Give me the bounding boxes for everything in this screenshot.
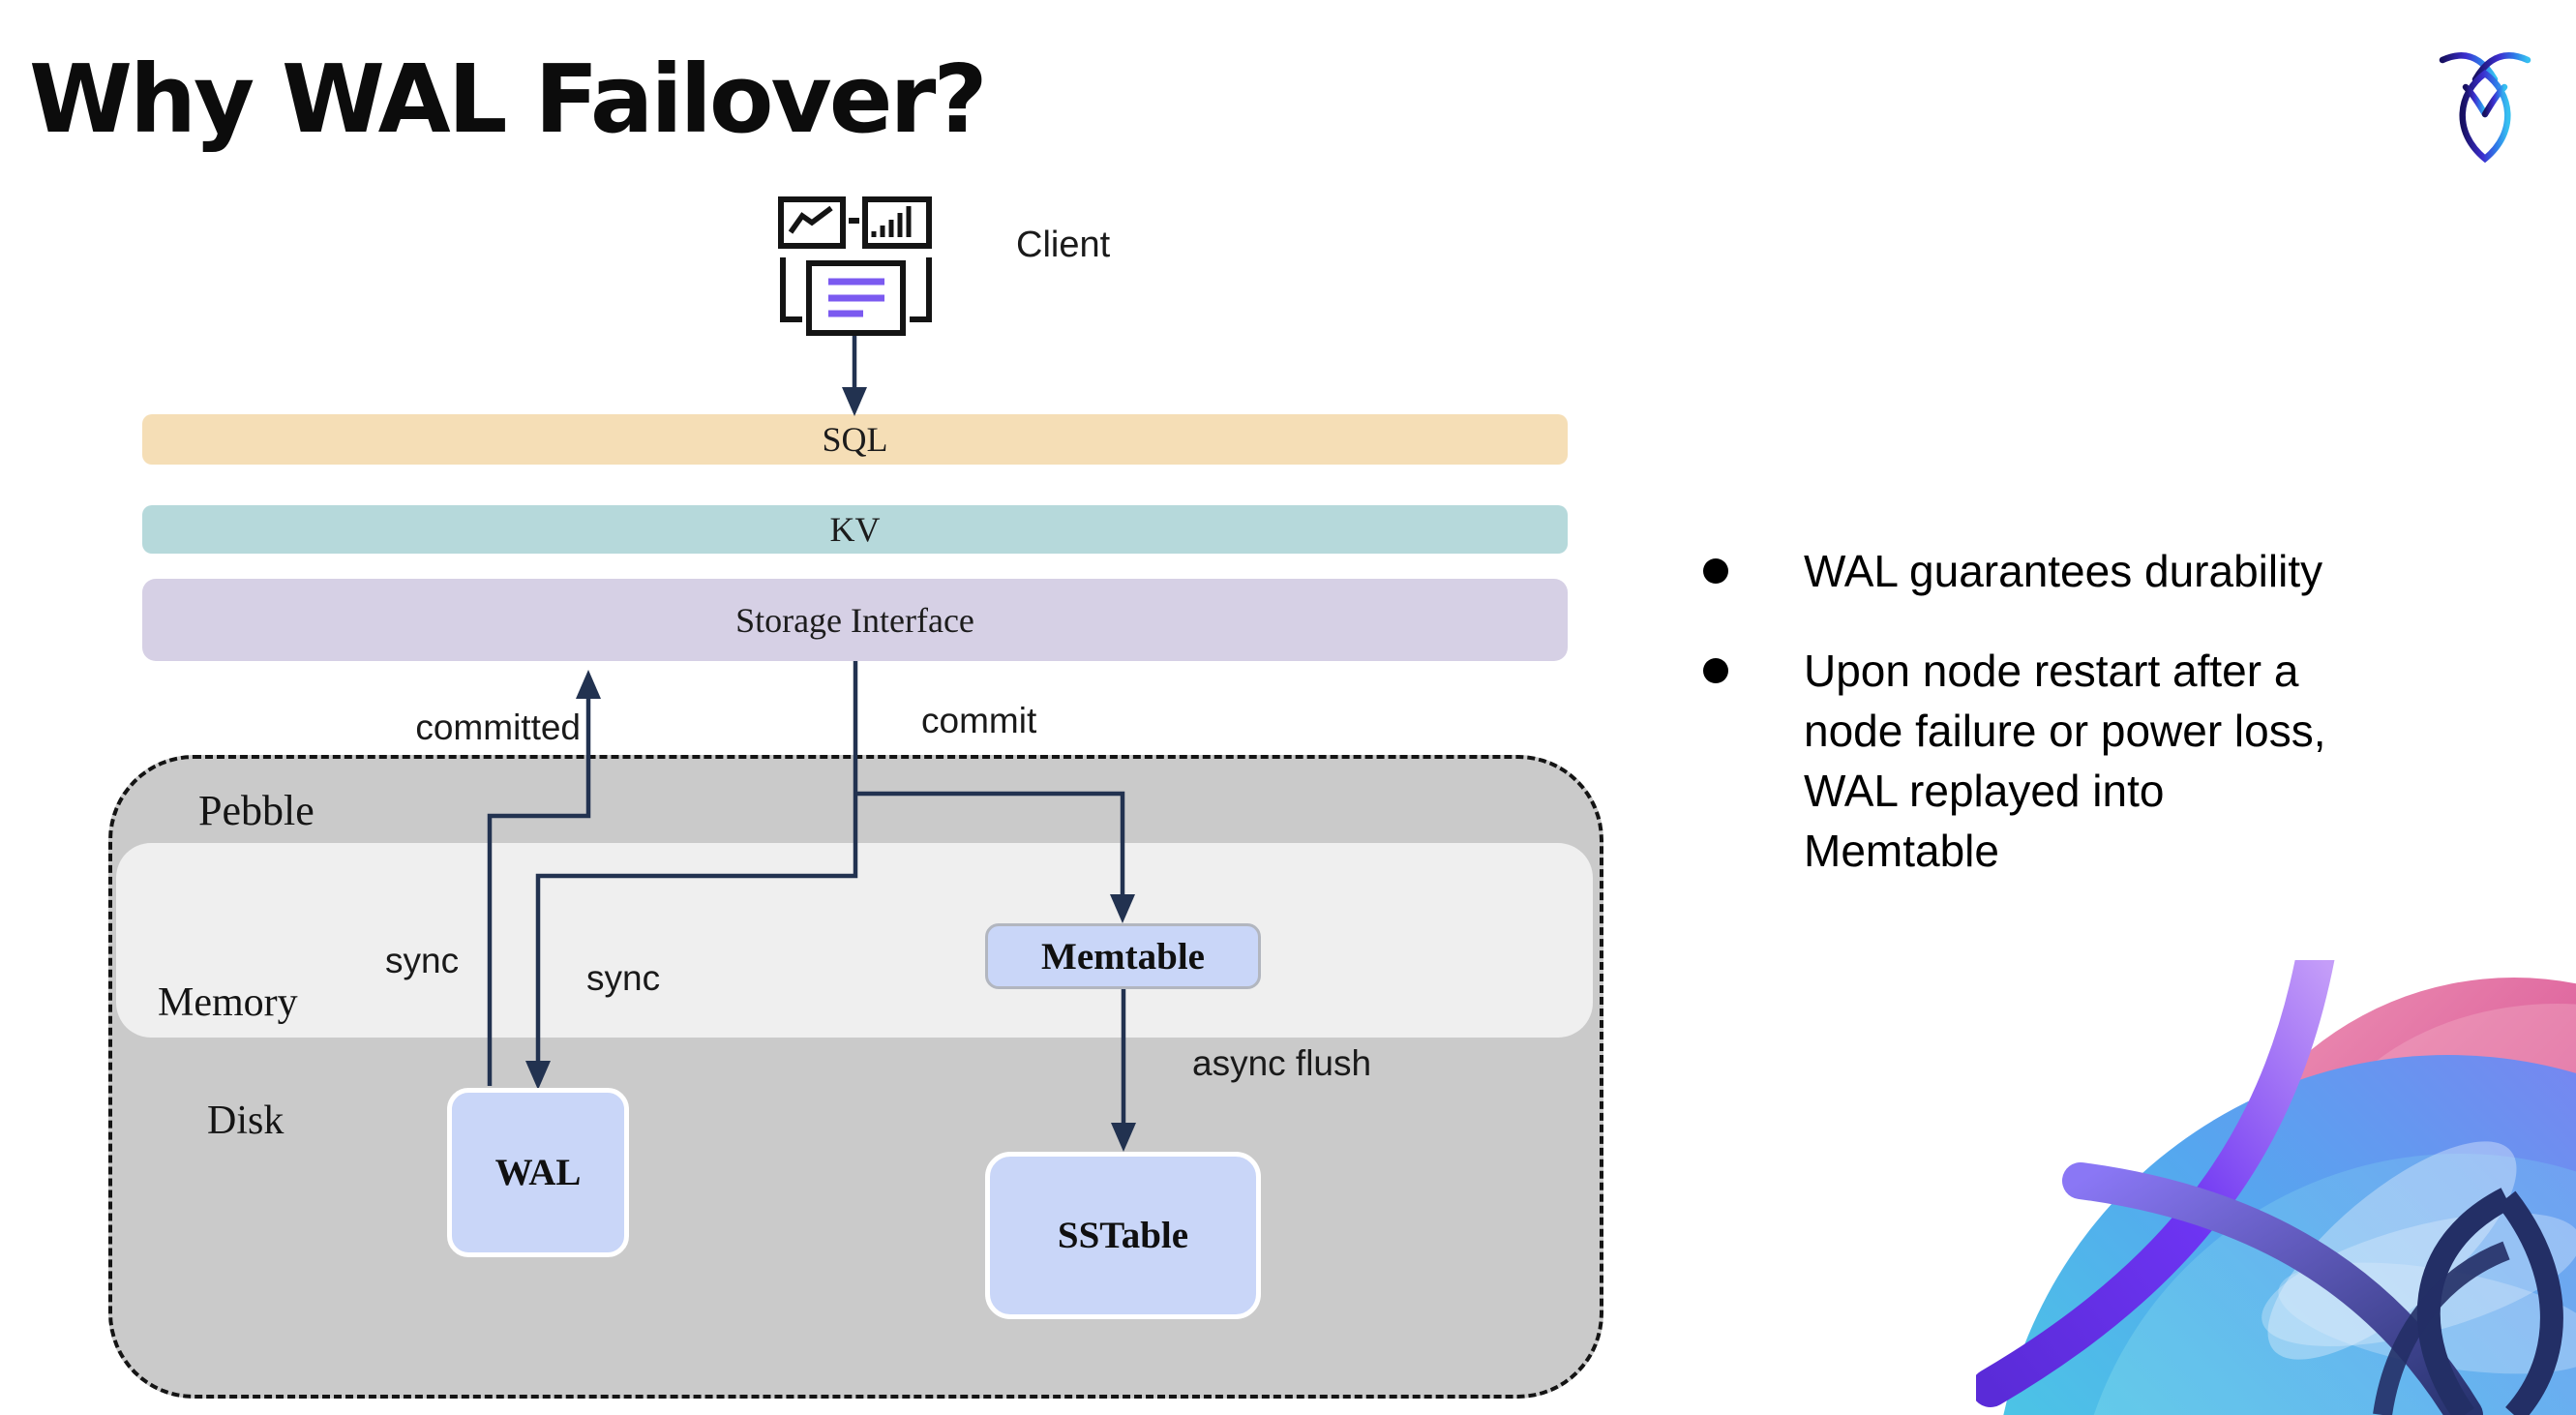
sstable-node: SSTable bbox=[985, 1152, 1261, 1319]
bullet-dot-icon bbox=[1703, 558, 1728, 584]
memtable-node: Memtable bbox=[985, 923, 1261, 989]
layer-kv-label: KV bbox=[829, 510, 881, 549]
disk-label: Disk bbox=[207, 1099, 285, 1143]
memtable-node-label: Memtable bbox=[1041, 935, 1205, 978]
memory-label: Memory bbox=[158, 980, 298, 1025]
edge-label-sync-right: sync bbox=[586, 958, 661, 998]
layer-sql: SQL bbox=[142, 414, 1568, 465]
layer-kv: KV bbox=[142, 505, 1568, 554]
bullet-list: WAL guarantees durability Upon node rest… bbox=[1703, 541, 2381, 920]
pebble-label: Pebble bbox=[198, 787, 315, 834]
layer-storage-interface-label: Storage Interface bbox=[735, 600, 974, 640]
layer-storage-interface: Storage Interface bbox=[142, 579, 1568, 661]
memory-band bbox=[116, 843, 1593, 1038]
wal-node: WAL bbox=[447, 1088, 629, 1257]
list-item: WAL guarantees durability bbox=[1703, 541, 2381, 601]
bullet-text: WAL guarantees durability bbox=[1804, 546, 2323, 596]
brand-art-decoration bbox=[1976, 960, 2576, 1415]
page-title: Why WAL Failover? bbox=[29, 45, 988, 154]
edge-label-commit: commit bbox=[921, 701, 1037, 740]
cockroachdb-logo-icon bbox=[2439, 52, 2531, 163]
sstable-node-label: SSTable bbox=[1057, 1215, 1189, 1256]
client-devices-icon bbox=[778, 196, 932, 336]
edge-label-async-flush: async flush bbox=[1192, 1043, 1372, 1083]
client-label: Client bbox=[1016, 225, 1111, 265]
bullet-text: Upon node restart after a node failure o… bbox=[1804, 646, 2326, 876]
layer-sql-label: SQL bbox=[822, 420, 888, 459]
bullet-dot-icon bbox=[1703, 658, 1728, 683]
edge-label-sync-left: sync bbox=[385, 941, 460, 980]
edge-label-committed: committed bbox=[415, 708, 581, 747]
list-item: Upon node restart after a node failure o… bbox=[1703, 641, 2381, 881]
wal-node-label: WAL bbox=[494, 1152, 582, 1193]
